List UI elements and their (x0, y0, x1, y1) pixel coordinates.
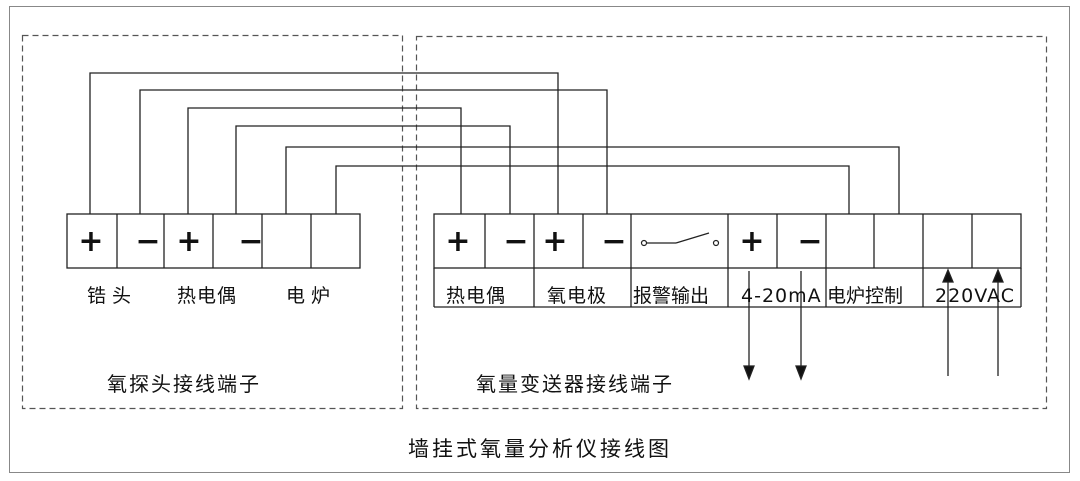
probe-terminal-zirconia-plus: + (78, 224, 104, 259)
wire-zirconia-plus (89, 72, 559, 214)
transmitter-terminal-oxygen-plus: + (542, 224, 568, 259)
probe-dashed-box (21, 34, 404, 410)
wire-furnace-2 (335, 165, 850, 214)
wire-thermocouple-minus (235, 125, 511, 214)
wire-zirconia-minus (139, 89, 608, 214)
transmitter-group-furnace-control: 电炉控制 (827, 285, 904, 307)
power-input-arrows (942, 268, 1004, 376)
transmitter-terminal-oxygen-minus: − (601, 224, 627, 259)
figure-title: 墙挂式氧量分析仪接线图 (408, 437, 672, 461)
transmitter-terminal-thermocouple-minus: − (503, 224, 529, 259)
transmitter-dashed-box (415, 35, 1048, 410)
transmitter-group-alarm-output: 报警输出 (633, 285, 710, 307)
probe-terminal-thermocouple-minus: − (238, 224, 264, 259)
transmitter-group-power: 220VAC (935, 285, 1015, 307)
wire-thermocouple-plus (187, 107, 462, 214)
transmitter-terminal-block (433, 213, 1022, 308)
wires (89, 72, 900, 214)
transmitter-group-thermocouple: 热电偶 (446, 285, 507, 307)
probe-terminal-zirconia-minus: − (135, 224, 161, 259)
transmitter-group-oxygen-electrode: 氧电极 (547, 285, 608, 307)
probe-group-furnace: 电 炉 (286, 285, 331, 307)
transmitter-caption: 氧量变送器接线端子 (476, 372, 674, 396)
probe-terminal-block (66, 213, 361, 269)
current-output-arrows (743, 271, 807, 381)
transmitter-group-current-output: 4-20mA (741, 285, 822, 307)
outer-border (9, 6, 1070, 473)
transmitter-terminal-thermocouple-plus: + (445, 224, 471, 259)
transmitter-terminal-current-minus: − (797, 224, 823, 259)
probe-caption: 氧探头接线端子 (107, 372, 261, 396)
wire-furnace-1 (285, 146, 900, 214)
probe-terminal-thermocouple-plus: + (176, 224, 202, 259)
transmitter-terminal-current-plus: + (739, 224, 765, 259)
probe-group-thermocouple: 热电偶 (177, 285, 238, 307)
alarm-switch-symbol (640, 232, 720, 247)
probe-group-zirconia: 锆 头 (87, 285, 132, 307)
